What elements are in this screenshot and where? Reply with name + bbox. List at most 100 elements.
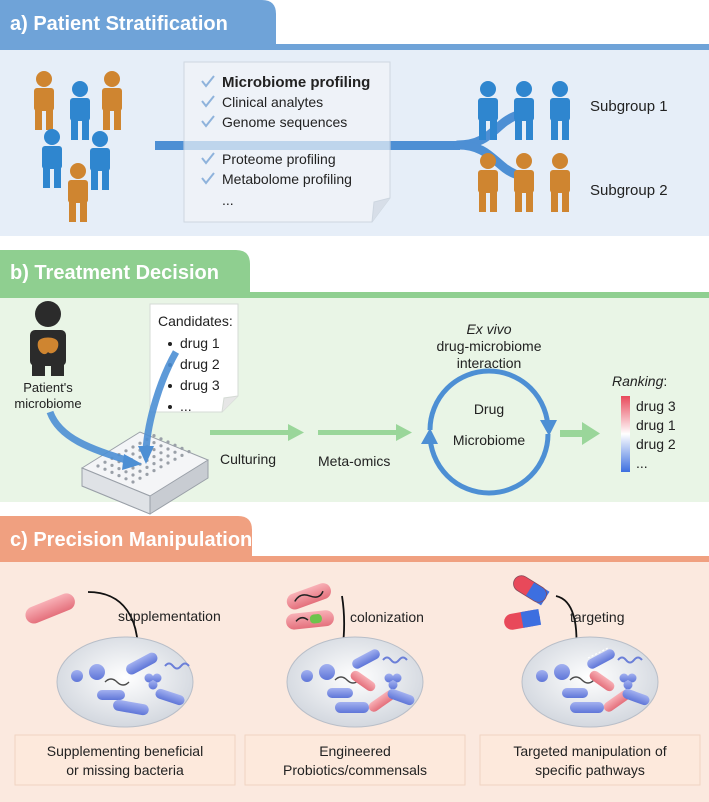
section-a: a) Patient Stratification Microbiome pro… [0, 0, 709, 236]
person-icon [42, 129, 62, 188]
interaction-cycle [421, 368, 557, 496]
checklist-item: Clinical analytes [222, 94, 323, 110]
checkmark-icon [201, 95, 215, 108]
checkmark-icon [201, 172, 215, 185]
cycle-arrowhead [421, 428, 438, 444]
subgroup-2-people [478, 153, 570, 212]
candidates-to-plate-arrow [142, 350, 180, 451]
caption-line2: specific pathways [535, 762, 645, 778]
exvivo-label-line2: interaction [457, 355, 522, 371]
cycle-microbiome-label: Microbiome [453, 432, 526, 448]
person-icon [70, 81, 90, 140]
caption-box [479, 734, 701, 786]
patient-label-line1: Patient's [23, 380, 73, 395]
section-c: c) Precision Manipulation supplementatio… [0, 516, 709, 802]
meta-omics-label: Meta-omics [318, 453, 390, 469]
section-b: b) Treatment Decision Patient's microbio… [0, 250, 709, 515]
bullet-icon [168, 384, 172, 388]
subgroup-2-label: Subgroup 2 [590, 182, 668, 199]
person-icon [550, 153, 570, 212]
candidate-item: ... [180, 398, 192, 414]
caption-box [244, 734, 466, 786]
engineered-bacterium-icon [286, 610, 334, 630]
ranking-title: Ranking: [612, 373, 667, 389]
person-icon [478, 81, 498, 140]
caption-box [14, 734, 236, 786]
ranking-colorbar [621, 396, 630, 472]
well-plate-icon [80, 431, 210, 515]
checklist-item: Microbiome profiling [222, 74, 370, 91]
checklist-item: Metabolome profiling [222, 171, 352, 187]
section-c-rule [0, 556, 709, 562]
culturing-arrow [210, 424, 304, 441]
candidate-item: drug 1 [180, 335, 220, 351]
engineered-bacterium-icon [286, 583, 331, 610]
caption-line1: Targeted manipulation of [513, 743, 666, 759]
person-icon [550, 81, 570, 140]
person-icon [478, 153, 498, 212]
person-icon [514, 81, 534, 140]
culturing-label: Culturing [220, 451, 276, 467]
checklist-ellipsis: ... [222, 192, 234, 208]
person-icon [68, 163, 88, 222]
checkmark-icon [201, 115, 215, 128]
section-a-rule [0, 44, 709, 50]
bullet-icon [168, 342, 172, 346]
exvivo-label-italic: Ex vivo [466, 321, 511, 337]
patient-label-line2: microbiome [14, 396, 81, 411]
supplementation-label: supplementation [118, 608, 221, 624]
candidate-item: drug 3 [180, 377, 220, 393]
gut-icon [37, 337, 59, 355]
person-icon [514, 153, 534, 212]
checkmark-icon [201, 152, 215, 165]
patient-icon [30, 301, 66, 376]
panel-supplementation: supplementation Supplementing beneficial… [14, 591, 236, 786]
to-ranking-arrow [560, 422, 600, 445]
person-icon [34, 71, 54, 130]
section-c-title: c) Precision Manipulation [10, 529, 252, 551]
candidates-note: Candidates: drug 1 drug 2 drug 3... [149, 303, 239, 414]
capsule-icon [504, 608, 542, 630]
colonization-label: colonization [350, 609, 424, 625]
cycle-drug-label: Drug [474, 401, 504, 417]
beneficial-bacterium-icon [25, 593, 75, 624]
checklist-item: Proteome profiling [222, 151, 336, 167]
checkmark-icon [201, 75, 215, 88]
subgroup-1-label: Subgroup 1 [590, 98, 668, 115]
meta-omics-arrow [318, 424, 412, 441]
ranking-item: drug 2 [636, 436, 676, 452]
caption-line2: Probiotics/commensals [283, 762, 427, 778]
candidate-item: drug 2 [180, 356, 220, 372]
cycle-arrowhead [540, 420, 557, 436]
gut-dish [286, 636, 424, 728]
person-icon [90, 131, 110, 190]
ranking-item: drug 1 [636, 417, 676, 433]
section-b-rule [0, 292, 709, 298]
section-b-header-tab [0, 250, 250, 298]
panel-colonization: colonization Engineered Probiotics/comme… [244, 583, 466, 786]
capsule-icon [513, 575, 550, 606]
section-a-header-tab [0, 0, 276, 50]
gut-dish [56, 636, 194, 728]
patient-crowd [34, 71, 122, 222]
section-a-title: a) Patient Stratification [10, 13, 228, 35]
caption-line1: Engineered [319, 743, 391, 759]
gut-dish [521, 636, 659, 728]
section-c-header-tab [0, 516, 252, 562]
caption-line1: Supplementing beneficial [47, 743, 203, 759]
panel-targeting: targeting Targeted manipulation of speci… [479, 575, 701, 786]
targeting-label: targeting [570, 609, 624, 625]
checklist-item: Genome sequences [222, 114, 347, 130]
bullet-icon [168, 405, 172, 409]
caption-line2: or missing bacteria [66, 762, 184, 778]
ranking-item: ... [636, 455, 648, 471]
person-icon [102, 71, 122, 130]
candidates-title: Candidates: [158, 313, 233, 329]
section-b-title: b) Treatment Decision [10, 262, 219, 284]
ranking-item: drug 3 [636, 398, 676, 414]
exvivo-label-line1: drug-microbiome [436, 338, 541, 354]
subgroup-1-people [478, 81, 570, 140]
